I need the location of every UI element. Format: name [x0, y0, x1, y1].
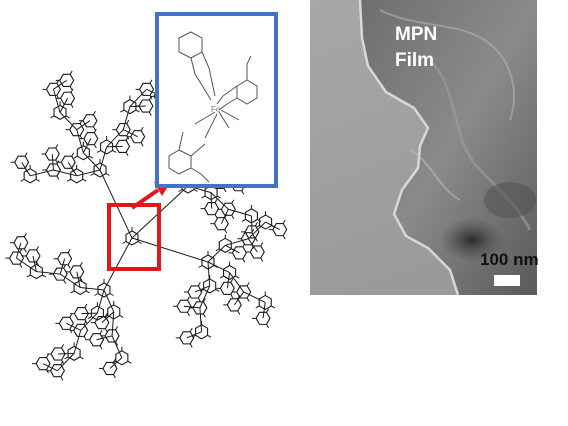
aromatic-ring — [255, 290, 276, 311]
aromatic-ring — [96, 135, 117, 155]
aromatic-ring — [125, 121, 152, 149]
molecule-bonds — [15, 79, 280, 372]
aromatic-ring — [64, 341, 85, 361]
aromatic-ring — [97, 353, 125, 380]
aromatic-ring — [171, 291, 199, 318]
aromatic-ring — [30, 348, 58, 376]
aromatic-ring — [54, 308, 81, 335]
scale-bar — [494, 275, 520, 286]
coordination-complex-icon: Fe — [168, 31, 258, 183]
tem-label: MPN Film — [395, 24, 438, 71]
inset-panel: Fe — [155, 12, 278, 188]
tem-image-icon — [310, 0, 537, 295]
tem-micrograph — [310, 0, 537, 295]
aromatic-ring — [119, 95, 140, 115]
svg-text:Fe: Fe — [211, 105, 221, 114]
scale-bar-label: 100 nm — [480, 250, 539, 269]
aromatic-ring — [93, 278, 115, 298]
aromatic-ring — [64, 114, 91, 142]
aromatic-ring — [245, 237, 272, 264]
aromatic-ring — [111, 346, 132, 366]
molecule-network-diagram — [4, 65, 295, 383]
aromatic-ring — [41, 74, 68, 101]
aromatic-ring — [89, 158, 111, 178]
aromatic-ring — [216, 194, 243, 221]
aromatic-ring — [219, 260, 240, 281]
